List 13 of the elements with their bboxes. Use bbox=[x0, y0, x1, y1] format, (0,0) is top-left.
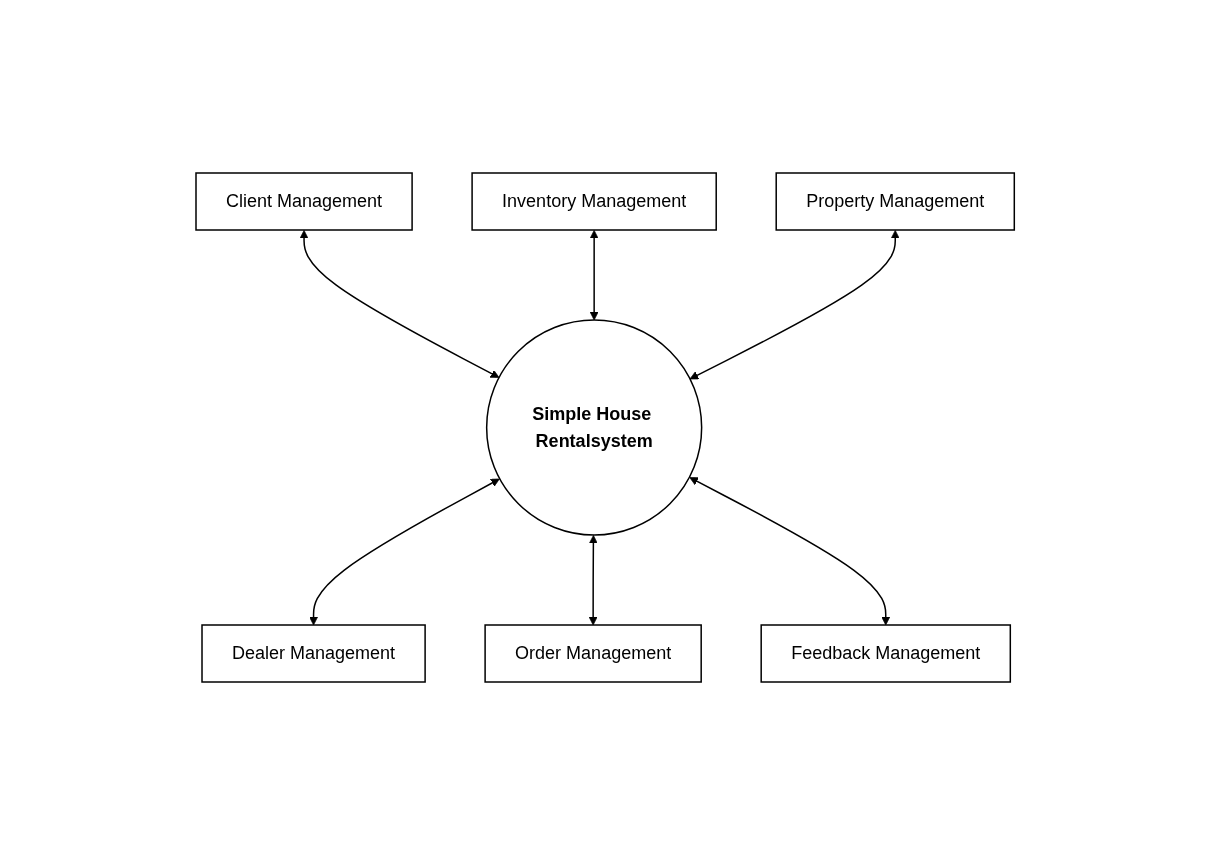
node-box: Property Management bbox=[775, 171, 1015, 231]
arrow bbox=[299, 229, 500, 378]
arrow bbox=[309, 478, 500, 625]
node-box: Client Management bbox=[195, 171, 413, 231]
arrow bbox=[689, 229, 900, 379]
node-box: Inventory Management bbox=[471, 171, 717, 231]
node-circle: Simple House Rentalsystem bbox=[485, 318, 703, 536]
arrow bbox=[689, 476, 890, 625]
arrow bbox=[589, 229, 599, 320]
node-box: Feedback Management bbox=[760, 623, 1011, 683]
arrow bbox=[588, 534, 598, 625]
node-box: Dealer Management bbox=[201, 623, 426, 683]
node-box: Order Management bbox=[484, 623, 702, 683]
